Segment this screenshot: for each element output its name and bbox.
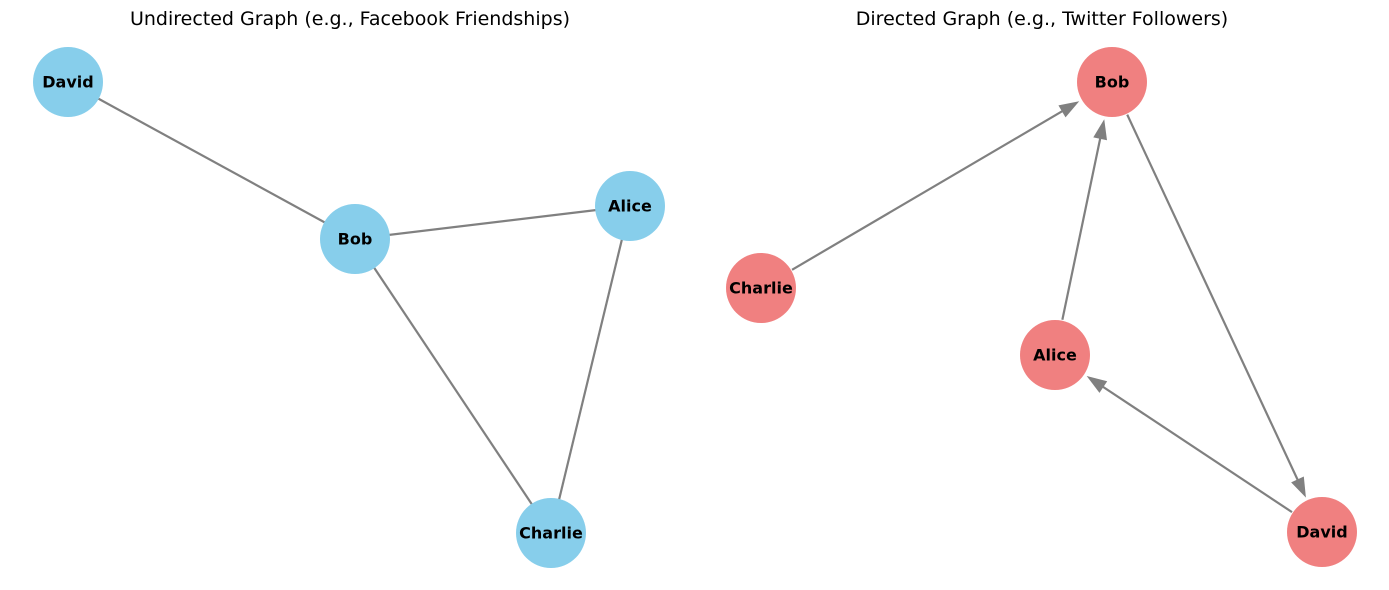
arrowhead-bob-david [1291, 476, 1306, 498]
undirected-node-label-charlie: Charlie [519, 524, 583, 543]
directed-node-label-alice: Alice [1033, 346, 1077, 365]
edge-bob-charlie [354, 238, 552, 534]
directed-node-circle-david [1287, 497, 1357, 567]
directed-graph-title: Directed Graph (e.g., Twitter Followers) [856, 8, 1228, 30]
directed-node-david: David [1287, 497, 1357, 567]
directed-node-circle-bob [1077, 47, 1147, 117]
undirected-graph-title: Undirected Graph (e.g., Facebook Friends… [130, 8, 570, 30]
edge-bob-alice [354, 204, 631, 241]
undirected-node-label-david: David [42, 73, 93, 92]
arrowhead-david-alice [1086, 375, 1108, 393]
undirected-node-circle-alice [595, 171, 665, 241]
edge-alice-bob [1061, 132, 1103, 320]
undirected-node-circle-david [33, 47, 103, 117]
undirected-node-circle-charlie [516, 498, 586, 568]
directed-node-label-bob: Bob [1095, 73, 1130, 92]
undirected-node-bob: Bob [320, 204, 390, 274]
undirected-node-label-alice: Alice [608, 197, 652, 216]
directed-node-bob: Bob [1077, 47, 1147, 117]
directed-node-label-charlie: Charlie [729, 279, 793, 298]
undirected-node-circle-bob [320, 204, 390, 274]
undirected-node-label-bob: Bob [338, 230, 373, 249]
edge-alice-charlie [549, 205, 632, 534]
undirected-node-david: David [33, 47, 103, 117]
arrowhead-alice-bob [1093, 119, 1107, 141]
undirected-node-charlie: Charlie [516, 498, 586, 568]
directed-node-label-david: David [1296, 523, 1347, 542]
edge-david-alice [1097, 382, 1293, 514]
directed-node-circle-charlie [726, 253, 796, 323]
edge-bob-david [1126, 114, 1302, 486]
undirected-node-alice: Alice [595, 171, 665, 241]
edge-charlie-bob [791, 107, 1068, 271]
arrowhead-charlie-bob [1058, 101, 1080, 118]
directed-node-charlie: Charlie [726, 253, 796, 323]
directed-node-alice: Alice [1020, 320, 1090, 390]
directed-node-circle-alice [1020, 320, 1090, 390]
edge-david-bob [67, 81, 356, 240]
